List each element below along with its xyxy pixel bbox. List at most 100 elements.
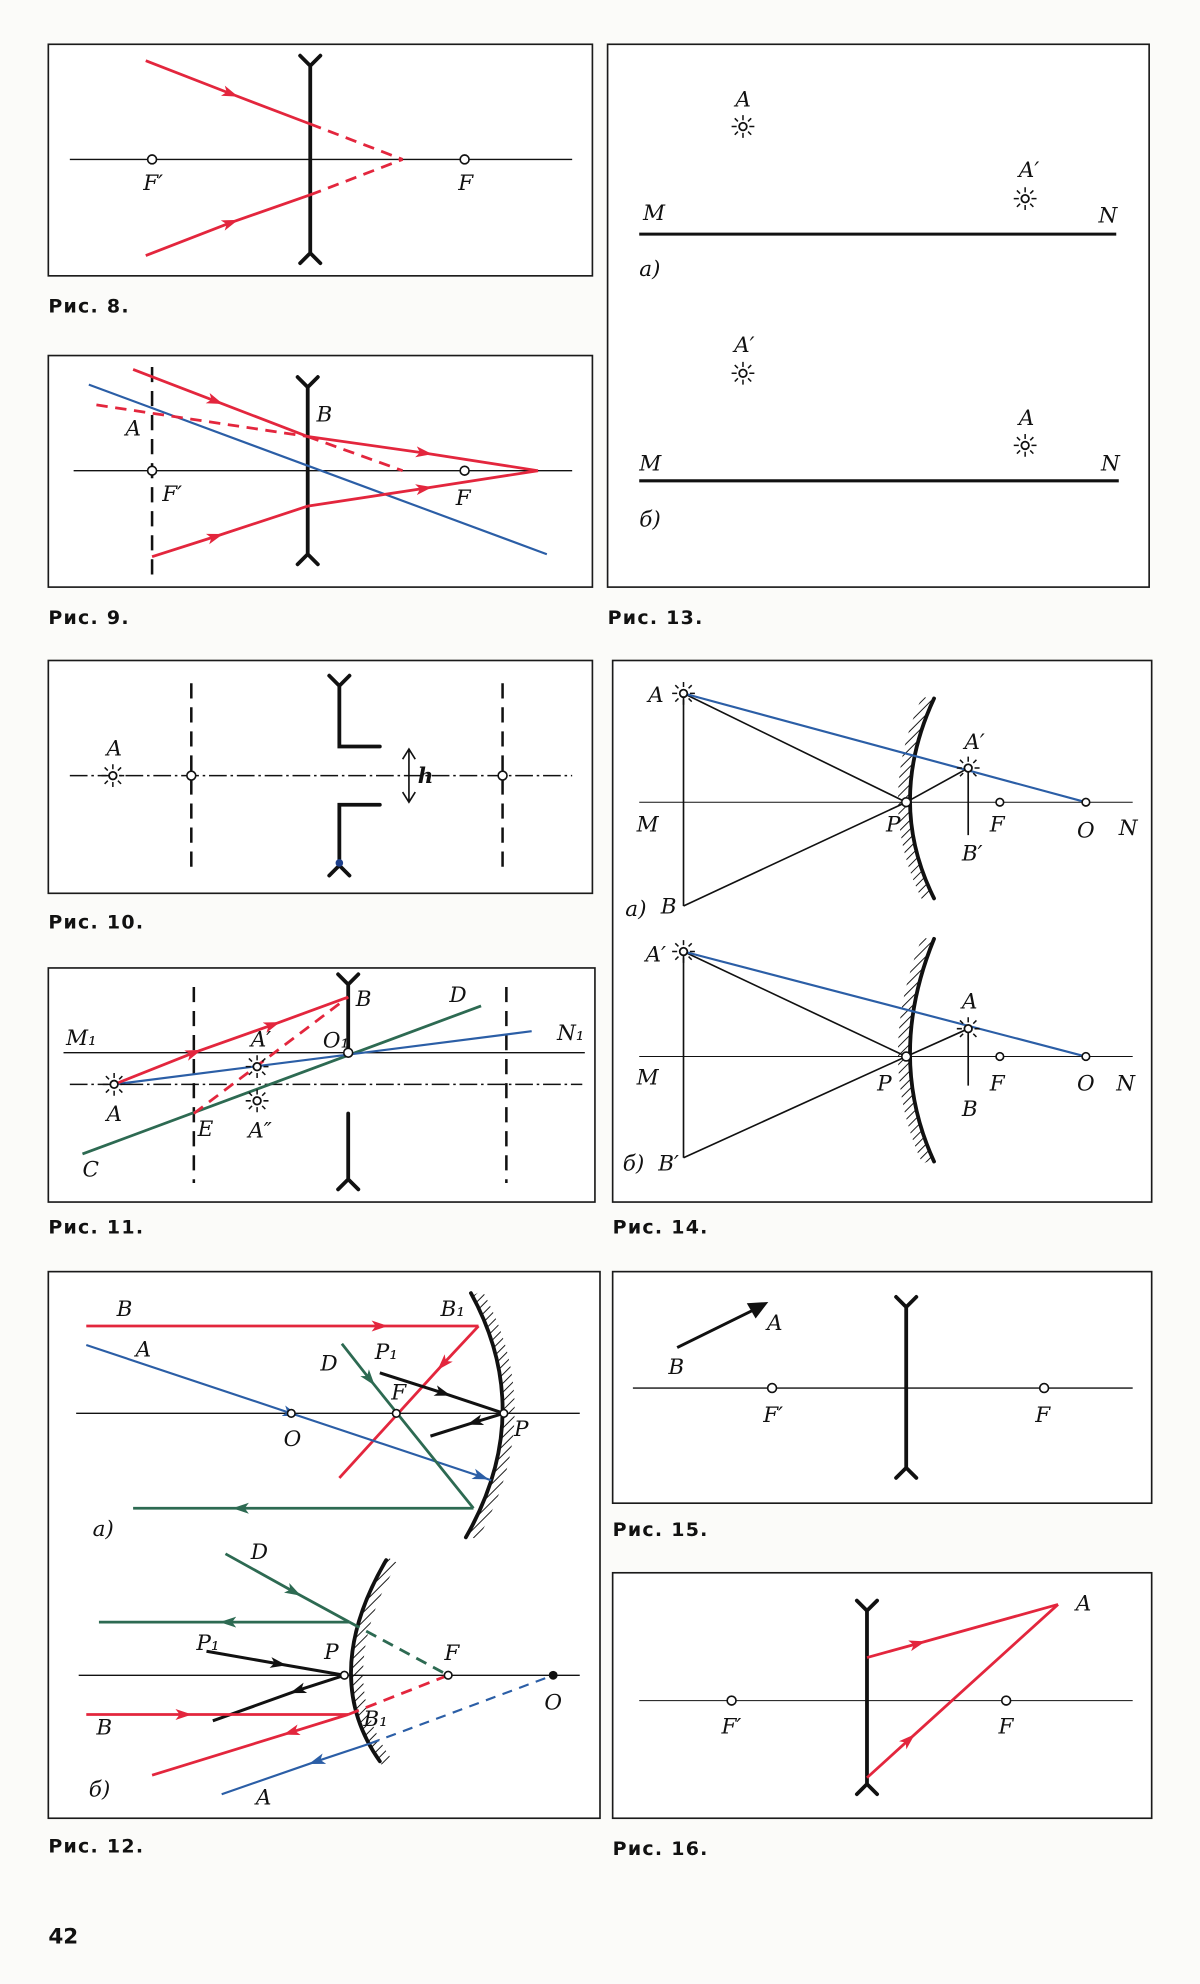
source-icon <box>955 1016 981 1041</box>
caption: Рис. 9. <box>48 607 130 629</box>
ray-through-center <box>683 692 1087 804</box>
lens-lower-half <box>336 1111 361 1192</box>
figure-11: M₁ N₁ A E A″ A′ O₁ B D C Рис. 11. <box>47 967 596 1239</box>
pole-point <box>499 1408 509 1418</box>
ray-through-center <box>683 950 1087 1058</box>
source-icon <box>244 1088 270 1114</box>
focus-point <box>1038 1382 1050 1394</box>
ray-lower <box>145 193 311 257</box>
ray-extension <box>307 435 404 473</box>
part-label: б) <box>623 1151 645 1176</box>
ray-ab <box>113 995 349 1086</box>
pole-point <box>339 1670 350 1680</box>
figure-10: A h Рис. 10. <box>47 659 594 934</box>
label-f: F <box>989 1072 1006 1097</box>
label-p1: P₁ <box>374 1340 398 1365</box>
ray-upper-refracted <box>307 435 539 473</box>
label-a: A <box>254 1785 272 1810</box>
ray-b-reflected <box>151 1713 349 1777</box>
caption: Рис. 12. <box>48 1835 144 1857</box>
center-point <box>548 1670 558 1680</box>
label-d: D <box>319 1351 337 1376</box>
ray-extension <box>96 403 308 438</box>
ray-d <box>340 1342 475 1510</box>
label-f-prime: F′ <box>720 1714 741 1739</box>
part-label: б) <box>89 1778 111 1803</box>
caption: Рис. 10. <box>48 912 144 934</box>
label-m: M <box>636 812 660 837</box>
label-p: P <box>323 1640 339 1665</box>
label-f-prime: F′ <box>161 482 182 507</box>
label-o: O <box>284 1427 302 1452</box>
focus-point <box>459 465 470 476</box>
label-h: h <box>418 764 434 789</box>
label-a-double-prime: A″ <box>246 1119 272 1144</box>
label-a-prime: A′ <box>644 943 667 968</box>
label-b1: B₁ <box>362 1707 387 1732</box>
label-d: D <box>250 1540 268 1565</box>
figure-frame <box>606 43 1150 588</box>
label-p: P <box>876 1072 892 1097</box>
figure-frame <box>47 659 594 895</box>
label-n: N <box>1100 452 1121 477</box>
pole-point <box>900 796 912 808</box>
label-n: N <box>1118 816 1139 841</box>
label-m: M <box>638 452 662 477</box>
caption: Рис. 11. <box>48 1217 144 1239</box>
label-n: N <box>1115 1072 1136 1097</box>
label-o: O <box>1077 819 1095 844</box>
ray-p1 <box>206 1649 345 1677</box>
source-icon <box>730 360 756 386</box>
label-a: A <box>1017 406 1035 431</box>
caption: Рис. 16. <box>613 1838 709 1860</box>
label-o: O <box>1077 1072 1095 1097</box>
label-b: B <box>316 402 333 427</box>
source-icon <box>1012 433 1038 458</box>
label-b: B <box>95 1716 112 1741</box>
label-a-prime: A′ <box>249 1027 272 1052</box>
ray-upper <box>866 1603 1059 1659</box>
ray-a <box>85 1344 492 1482</box>
ray-lower <box>866 1603 1059 1779</box>
label-n1: N₁ <box>556 1021 584 1046</box>
label-n: N <box>1098 204 1119 229</box>
ray-p1-reflected <box>429 1411 505 1438</box>
lens-upper-half <box>336 972 361 1055</box>
label-a: A <box>124 416 142 441</box>
focus-point <box>995 1051 1005 1062</box>
part-label: а) <box>639 257 660 282</box>
figure-frame <box>611 659 1153 1203</box>
label-a: A <box>1074 1592 1092 1617</box>
lens-upper-half <box>327 673 382 749</box>
ray-p1-reflected <box>212 1673 345 1723</box>
ray-lower-extension <box>309 158 404 197</box>
part-label: б) <box>639 507 661 532</box>
label-p: P <box>513 1417 529 1442</box>
ray-lower-refracted <box>307 469 539 508</box>
focus-point <box>497 770 508 781</box>
diverging-lens <box>894 1295 919 1480</box>
label-c: C <box>82 1158 99 1183</box>
focus-point-front <box>766 1382 778 1394</box>
label-f: F <box>455 486 472 511</box>
center-point <box>1081 797 1091 807</box>
label-m1: M₁ <box>65 1026 97 1051</box>
label-a: A <box>134 1337 152 1362</box>
dot <box>335 859 344 867</box>
label-a: A <box>646 683 664 708</box>
label-o: O <box>544 1690 562 1715</box>
displacement-arrow <box>401 747 416 804</box>
source-icon <box>671 681 696 706</box>
label-a: A <box>105 1102 123 1127</box>
label-a: A <box>105 736 123 761</box>
figure-13: A A′ M N а) A′ A M N б) Рис. 13. <box>606 43 1150 629</box>
ray-cd <box>82 1004 482 1156</box>
label-f: F <box>457 171 474 196</box>
label-f: F <box>1034 1403 1051 1428</box>
focus-point <box>443 1670 453 1680</box>
center-point <box>286 1408 296 1418</box>
label-b: B <box>116 1297 133 1322</box>
mirror-hatching <box>467 1290 515 1541</box>
part-label: а) <box>93 1517 114 1542</box>
label-b: B <box>961 1097 978 1122</box>
